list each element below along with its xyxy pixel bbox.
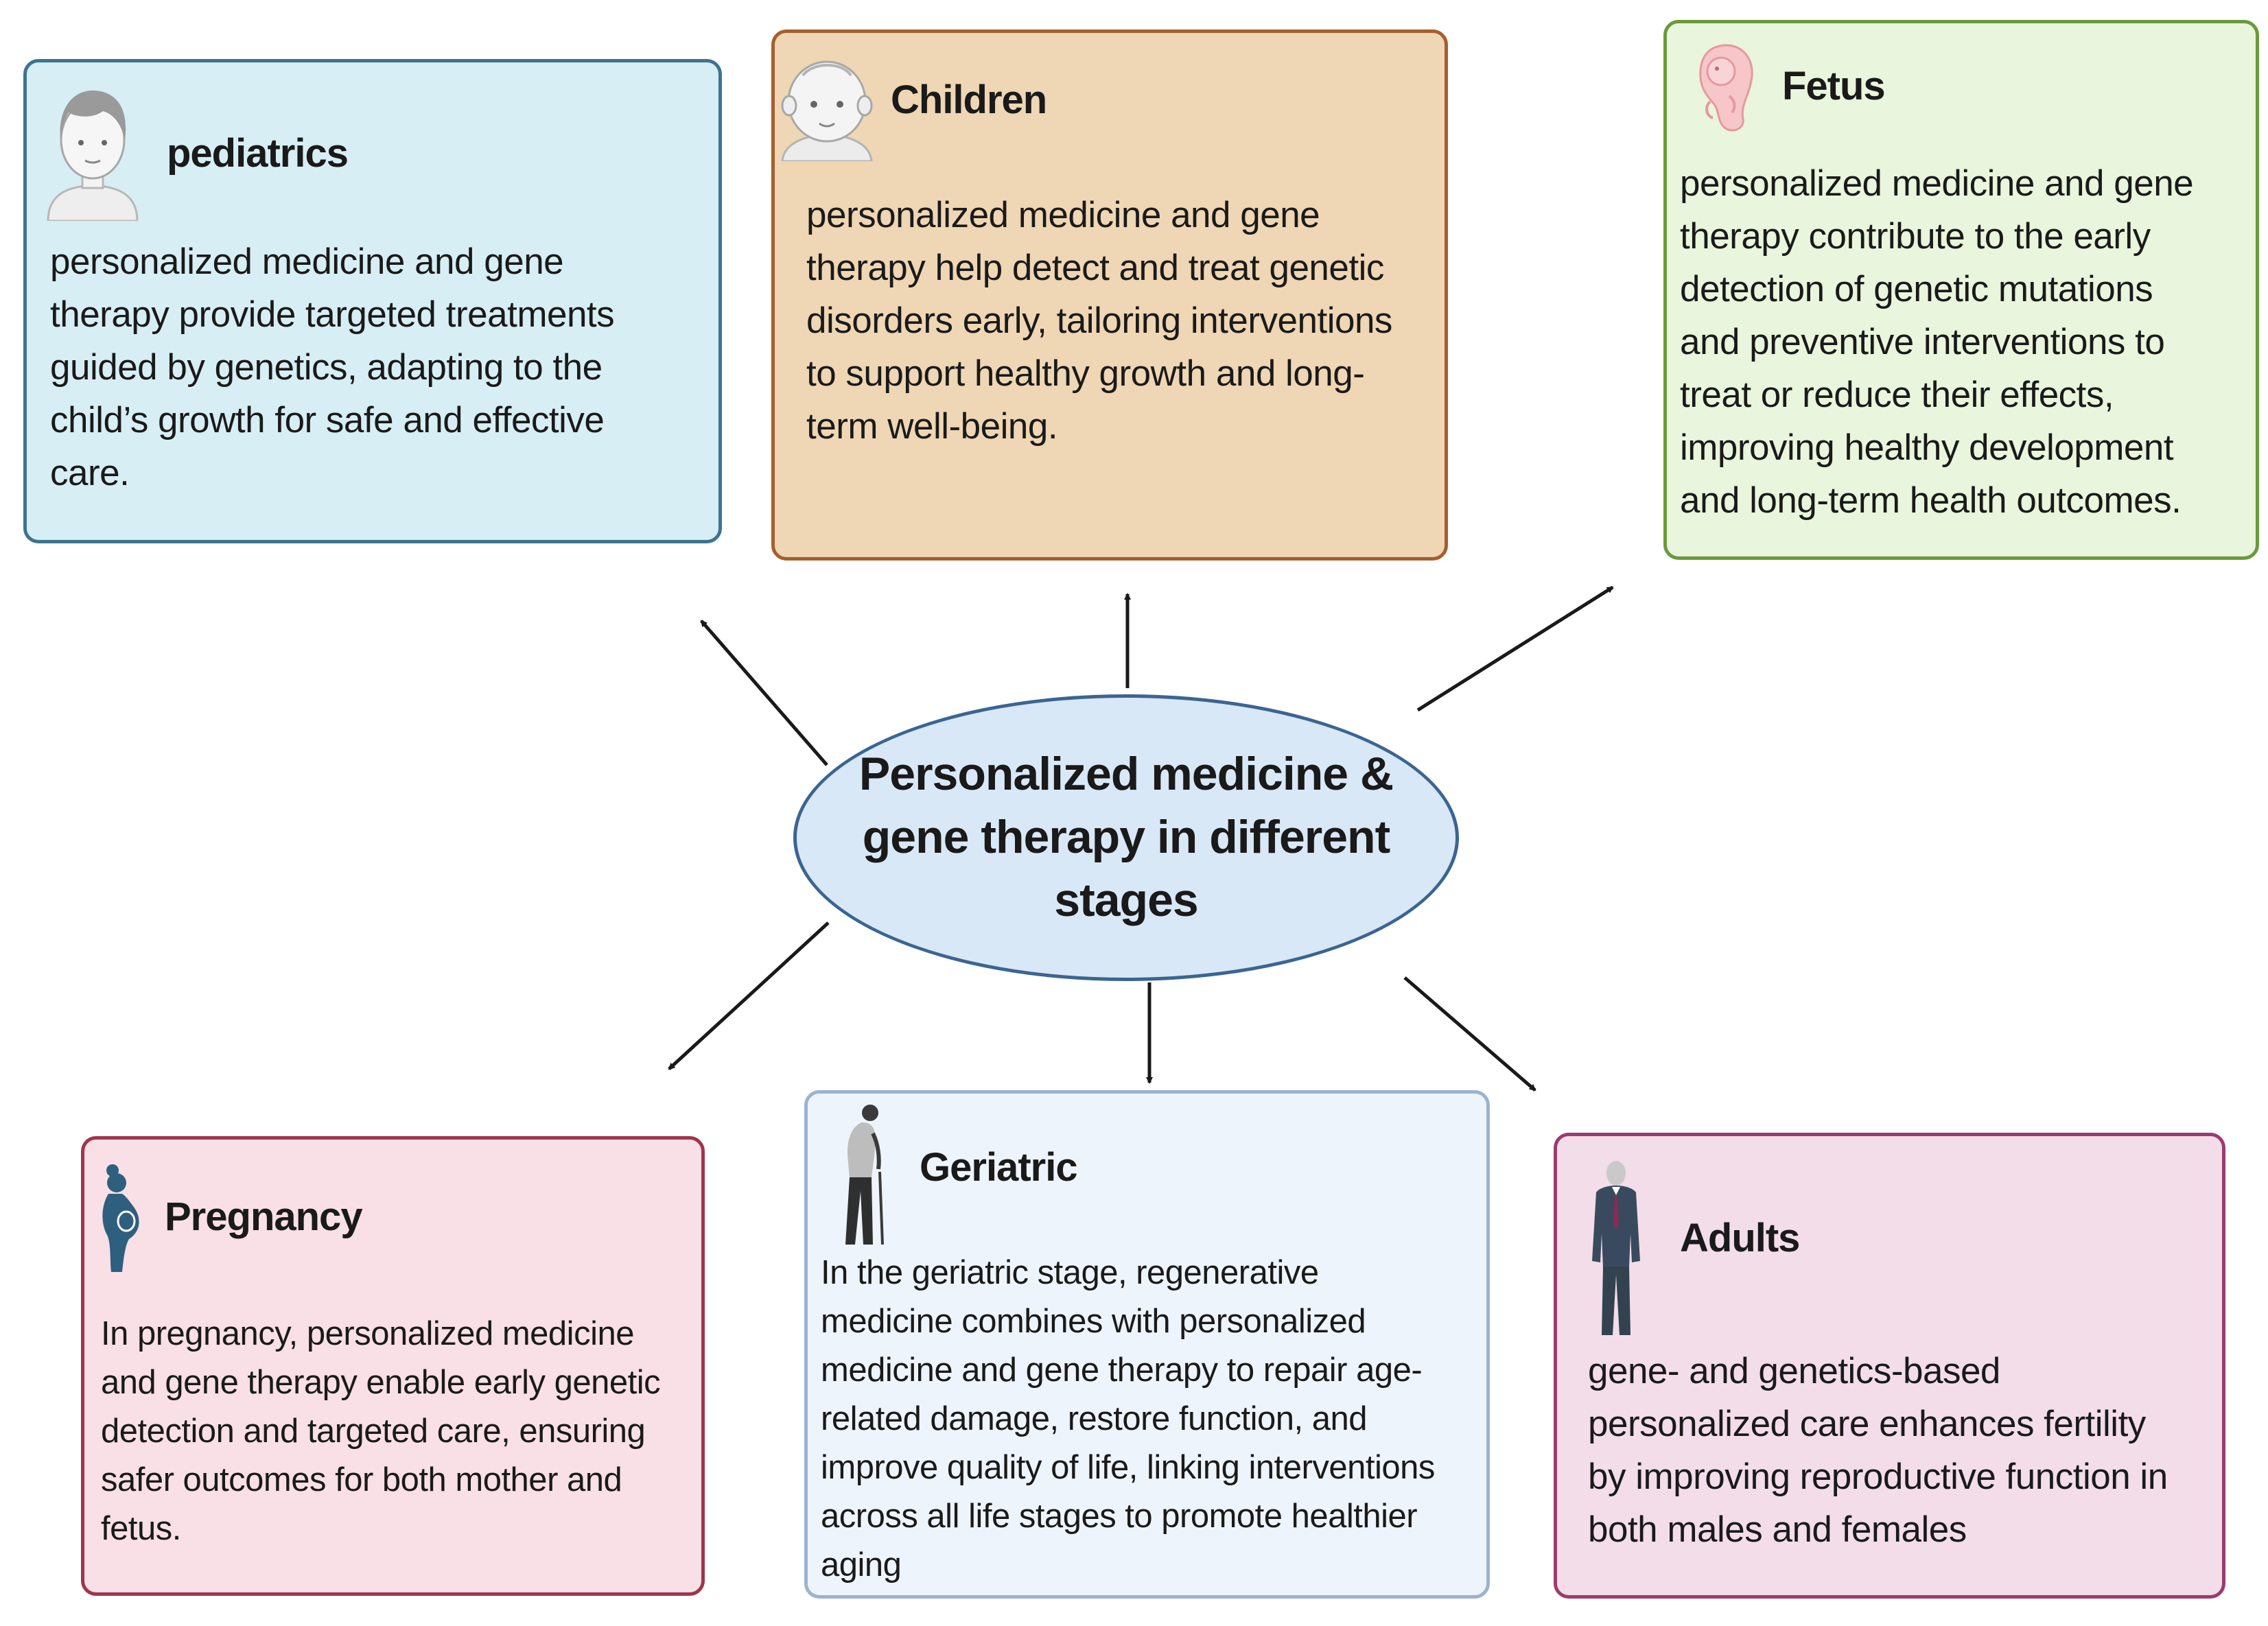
stage-text-adults: gene- and genetics-based personalized ca… [1588, 1351, 2168, 1550]
fetus-icon [1690, 38, 1758, 134]
stage-card-children [771, 30, 1448, 561]
stage-card-geriatric [804, 1090, 1490, 1599]
stage-title-geriatric: Geriatric [920, 1145, 1078, 1190]
stage-text-geriatric: In the geriatric stage, regenerative med… [821, 1254, 1435, 1583]
child-portrait-icon [41, 77, 144, 222]
elderly-person-icon [839, 1103, 888, 1249]
stage-title-pregnancy: Pregnancy [165, 1194, 363, 1239]
arrow-to-pregnancy [668, 921, 830, 1070]
central-hub-ellipse [793, 694, 1459, 981]
stage-text-children: personalized medicine and gene therapy h… [806, 195, 1392, 447]
central-hub-title: Personalized medicine & gene therapy in … [858, 748, 1394, 926]
stage-card-adults [1554, 1133, 2225, 1599]
pregnant-woman-icon [95, 1164, 144, 1273]
stage-title-pediatrics: pediatrics [167, 131, 349, 176]
stage-text-fetus: personalized medicine and gene therapy c… [1680, 163, 2194, 521]
stage-title-adults: Adults [1680, 1216, 1800, 1260]
stage-card-fetus [1663, 20, 2259, 560]
stage-title-fetus: Fetus [1782, 64, 1886, 108]
arrow-to-fetus [1416, 585, 1614, 712]
stage-title-children: Children [891, 78, 1047, 122]
baby-face-icon [778, 48, 876, 163]
arrow-to-pediatrics [700, 620, 828, 766]
stage-card-pediatrics [23, 59, 722, 543]
adult-man-icon [1589, 1158, 1643, 1338]
stage-card-pregnancy [81, 1136, 705, 1596]
arrow-to-adults [1403, 976, 1536, 1092]
stage-text-pregnancy: In pregnancy, personalized medicine and … [101, 1315, 661, 1547]
stage-text-pediatrics: personalized medicine and gene therapy p… [50, 241, 615, 493]
